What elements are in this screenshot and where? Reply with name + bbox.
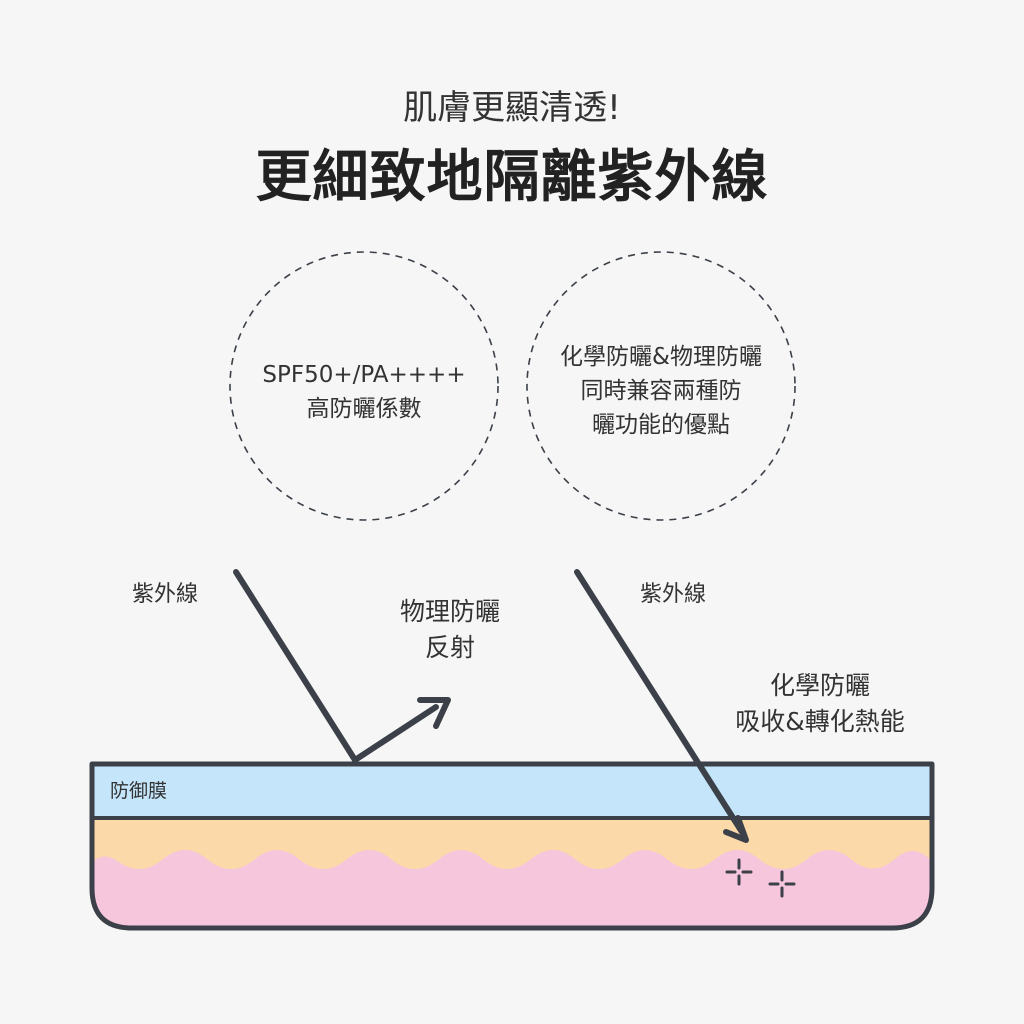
absorb-label-line: 化學防曬 [769,671,870,700]
uv-ray-right [574,569,745,835]
absorb-label: 化學防曬 吸收&轉化熱能 [700,668,940,740]
circle-1-text: SPF50+/PA++++ 高防曬係數 [232,358,496,426]
circle-2-line: 化學防曬&物理防曬 [560,344,762,370]
circle-1-line: 高防曬係數 [306,396,422,422]
reflect-label: 物理防曬 反射 [370,594,530,666]
absorb-arrowhead-icon [723,815,749,843]
uv-label-left: 紫外線 [131,582,198,607]
absorb-label-line: 吸收&轉化熱能 [735,707,905,736]
reflect-arrowhead-icon [417,697,451,729]
protective-film [92,764,932,818]
feature-circle-2 [526,251,796,521]
circle-2-text: 化學防曬&物理防曬 同時兼容兩種防 曬功能的優點 [527,340,795,442]
reflect-ray [352,704,439,763]
uv-ray-left [233,569,358,763]
reflect-label-line: 反射 [424,633,475,662]
uv-label-right: 紫外線 [639,582,706,607]
film-label: 防御膜 [110,780,168,802]
page-subtitle: 肌膚更顯清透! [403,88,621,128]
circle-2-line: 曬功能的優點 [592,412,730,438]
circle-2-line: 同時兼容兩種防 [580,378,742,404]
circle-1-line: SPF50+/PA++++ [262,362,466,388]
sparkle-cross-icon [725,858,753,886]
skin-upper-layer [92,818,932,869]
sparkle-cross-icon [768,870,796,898]
feature-circle-1 [229,251,499,521]
skin-container-outline [89,761,935,931]
reflect-label-line: 物理防曬 [399,597,500,626]
page-title: 更細致地隔離紫外線 [255,145,769,210]
